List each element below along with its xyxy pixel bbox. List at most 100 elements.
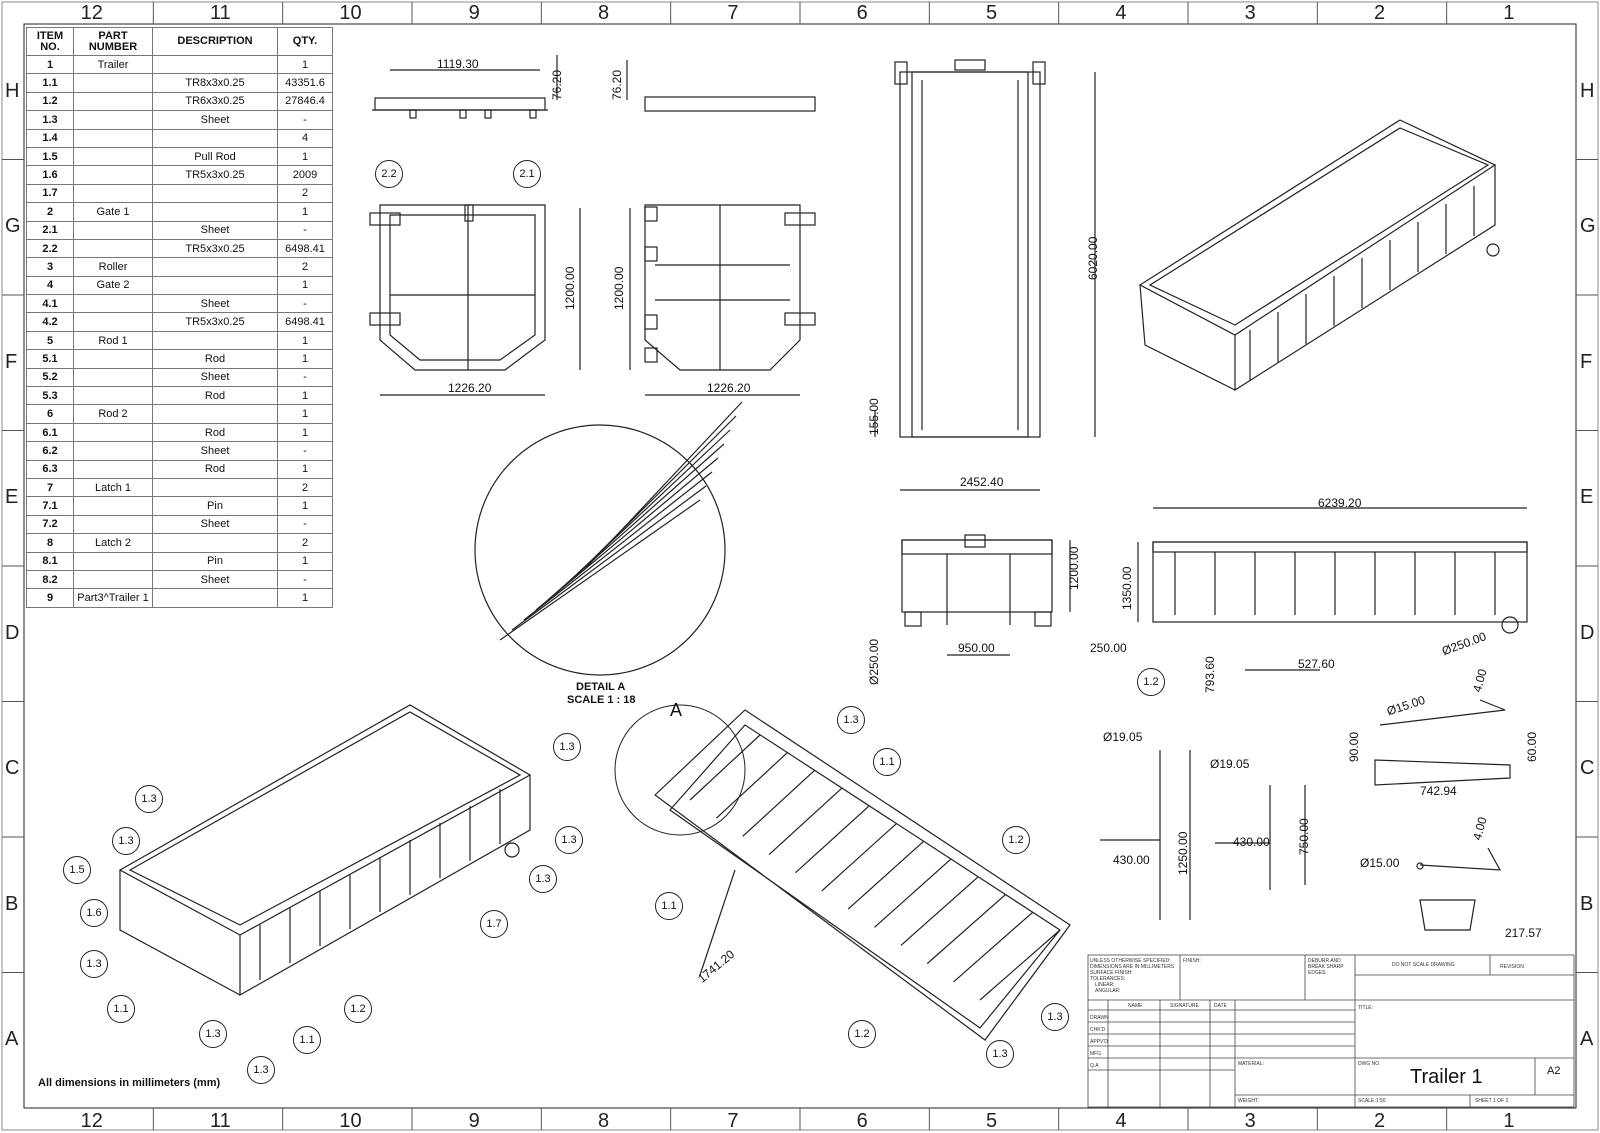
zone-row-label: C <box>5 757 20 780</box>
bom-part-number <box>73 422 153 443</box>
bom-part-number: Latch 1 <box>73 477 153 498</box>
balloon-1-3-g: 1.3 <box>555 826 583 854</box>
tb-finish: FINISH: <box>1183 958 1201 964</box>
bom-row: 4.1 Sheet- <box>26 294 333 314</box>
tb-qa: Q.A <box>1090 1063 1099 1069</box>
zone-column-label: 2 <box>1374 1110 1386 1132</box>
zone-row-label: A <box>1580 1028 1594 1051</box>
dim-1226-a: 1226.20 <box>448 381 492 395</box>
sheet-size: A2 <box>1547 1065 1561 1077</box>
zone-column-label: 6 <box>856 2 868 24</box>
bom-qty: - <box>277 294 333 314</box>
tb-general-5: LINEAR: <box>1095 982 1115 988</box>
balloon-1-5: 1.5 <box>63 856 91 884</box>
bom-description: TR5x3x0.25 <box>152 312 278 332</box>
bom-part-number <box>73 551 153 571</box>
bom-description: TR6x3x0.25 <box>152 91 278 112</box>
bom-qty: 1 <box>277 386 333 406</box>
dim-76-a: 76.20 <box>550 69 564 100</box>
zone-column-label: 10 <box>339 2 362 24</box>
balloon-1-2-c: 1.2 <box>848 1020 876 1048</box>
zone-column-label: 1 <box>1503 2 1515 24</box>
zone-column-label: 9 <box>468 1110 480 1132</box>
tb-general-3: SURFACE FINISH: <box>1090 970 1133 976</box>
bom-item-no: 4.1 <box>26 294 74 314</box>
bom-qty: - <box>277 441 333 461</box>
zone-row-label: H <box>1580 79 1595 102</box>
tb-general-4: TOLERANCES: <box>1090 976 1126 982</box>
zone-column-label: 4 <box>1115 2 1127 24</box>
dim-1226-b: 1226.20 <box>707 381 751 395</box>
bom-qty: 2 <box>277 257 333 277</box>
tb-scale: SCALE:1:50 <box>1358 1098 1386 1104</box>
bom-header-row: ITEM NO. PART NUMBER DESCRIPTION QTY. <box>26 27 333 56</box>
bom-item-no: 1.3 <box>26 110 74 130</box>
zone-column-label: 4 <box>1115 1110 1127 1132</box>
bom-description: Sheet <box>152 220 278 240</box>
zone-column-label: 7 <box>727 2 739 24</box>
dim-6020: 6020.00 <box>1086 236 1100 280</box>
bom-description: Sheet <box>152 441 278 461</box>
bom-qty: - <box>277 367 333 388</box>
zone-row-label: G <box>1580 215 1596 238</box>
bom-item-no: 1.6 <box>26 165 74 185</box>
bom-item-no: 6 <box>26 404 74 424</box>
zone-row-label: G <box>5 215 21 238</box>
bom-item-no: 3 <box>26 257 74 277</box>
plan-view-long <box>874 59 1096 491</box>
zone-row-label: F <box>5 350 18 373</box>
dim-15-dia-b: Ø15.00 <box>1360 856 1400 870</box>
zone-column-label: 11 <box>210 1110 231 1132</box>
bom-part-number <box>73 146 153 167</box>
bom-description: Sheet <box>152 294 278 314</box>
bom-item-no: 9 <box>26 588 74 608</box>
bom-item-no: 5.3 <box>26 386 74 406</box>
zone-row-label: A <box>5 1028 19 1051</box>
bom-item-no: 6.2 <box>26 441 74 461</box>
dim-2452: 2452.40 <box>960 475 1004 489</box>
tb-signature: SIGNATURE <box>1170 1003 1199 1009</box>
balloon-1-2-side: 1.2 <box>1137 668 1165 696</box>
dim-76-b: 76.20 <box>610 69 624 100</box>
tb-chkd: CHK'D <box>1090 1027 1106 1033</box>
bom-part-number <box>73 349 153 369</box>
bom-qty: 2009 <box>277 165 333 185</box>
balloon-2-2: 2.2 <box>375 160 403 188</box>
bom-part-number: Rod 2 <box>73 404 153 424</box>
bom-description: Rod <box>152 459 278 479</box>
balloon-1-7: 1.7 <box>480 910 508 938</box>
dim-90: 90.00 <box>1347 731 1361 762</box>
bom-qty: 1 <box>277 54 333 75</box>
zone-column-label: 5 <box>986 2 998 24</box>
dim-60: 60.00 <box>1525 731 1539 762</box>
zone-row-label: D <box>1580 621 1595 644</box>
bom-description <box>152 477 278 498</box>
bom-item-no: 7.2 <box>26 514 74 535</box>
balloon-2-1: 2.1 <box>513 160 541 188</box>
dim-19-a: Ø19.05 <box>1103 730 1143 744</box>
bom-item-no: 2 <box>26 202 74 222</box>
balloon-1-3-f: 1.3 <box>553 733 581 761</box>
tb-dwgno: DWG NO. <box>1358 1061 1381 1067</box>
bom-qty: 6498.41 <box>277 238 333 259</box>
bom-qty: - <box>277 220 333 240</box>
bom-item-no: 1 <box>26 54 74 75</box>
detail-a-view <box>474 401 743 676</box>
balloon-1-1-d: 1.1 <box>655 892 683 920</box>
bom-part-number: Latch 2 <box>73 533 153 553</box>
detail-a-label: DETAIL A <box>576 681 626 693</box>
dim-793: 793.60 <box>1203 656 1217 693</box>
zone-row-label: C <box>1580 757 1595 780</box>
bom-qty: 4 <box>277 128 333 148</box>
dim-1200-c: 1200.00 <box>1067 546 1081 590</box>
